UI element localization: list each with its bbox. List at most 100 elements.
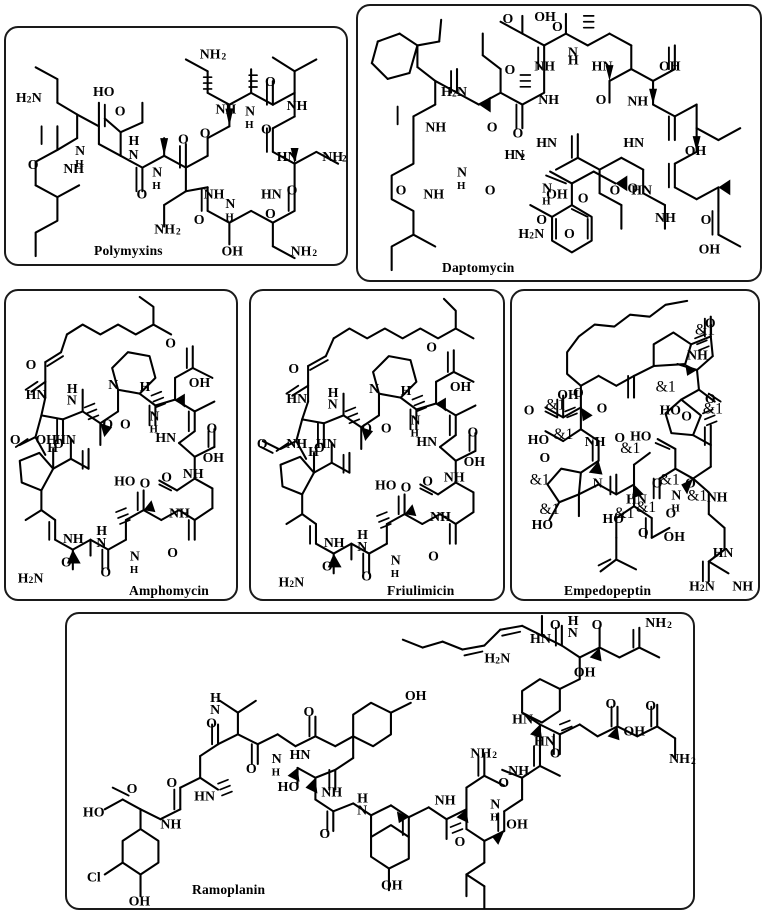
svg-text:NH: NH (687, 347, 708, 362)
svg-text:N: N (369, 381, 379, 396)
svg-text:H: H (518, 226, 529, 241)
svg-text:OH: OH (203, 450, 225, 465)
svg-text:&1: &1 (545, 396, 565, 413)
svg-text:HO: HO (603, 511, 625, 526)
svg-text:N: N (129, 147, 139, 162)
svg-text:OH: OH (574, 664, 596, 679)
svg-text:HO: HO (114, 474, 136, 489)
svg-text:O: O (426, 339, 437, 354)
svg-text:NH: NH (324, 535, 345, 550)
svg-text:HN: HN (631, 182, 652, 197)
svg-text:HN: HN (626, 491, 647, 506)
svg-text:O: O (401, 480, 412, 495)
label-amphomycin: Amphomycin (129, 583, 210, 598)
svg-text:N: N (225, 196, 235, 211)
svg-text:N: N (534, 226, 544, 241)
svg-text:H: H (150, 424, 159, 436)
svg-text:H: H (357, 791, 368, 806)
svg-text:O: O (705, 391, 716, 406)
svg-text:HN: HN (416, 434, 437, 449)
svg-text:&1: &1 (614, 505, 634, 522)
svg-text:N: N (542, 181, 552, 196)
svg-text:HN: HN (592, 58, 613, 73)
svg-text:O: O (627, 181, 638, 196)
svg-text:2: 2 (667, 621, 672, 631)
svg-text:N: N (500, 651, 510, 666)
svg-text:NH: NH (169, 505, 190, 520)
svg-text:2: 2 (452, 90, 457, 100)
svg-text:H: H (140, 379, 151, 394)
svg-text:2: 2 (312, 249, 317, 259)
svg-text:N: N (152, 165, 162, 180)
svg-text:N: N (490, 797, 500, 812)
svg-text:O: O (609, 182, 620, 197)
svg-text:O: O (485, 182, 496, 197)
svg-text:N: N (67, 393, 77, 408)
svg-text:O: O (136, 186, 147, 201)
svg-text:2: 2 (529, 232, 534, 242)
svg-text:N: N (568, 625, 578, 640)
svg-text:H: H (75, 158, 84, 170)
svg-text:HO: HO (83, 805, 105, 820)
svg-text:NH: NH (508, 763, 529, 778)
svg-text:H: H (401, 383, 412, 398)
svg-text:2: 2 (289, 580, 294, 590)
label-ramoplanin: Ramoplanin (192, 882, 266, 897)
label-daptomycin: Daptomycin (442, 260, 515, 275)
svg-text:NH: NH (470, 745, 491, 760)
svg-text:NH: NH (585, 434, 606, 449)
svg-text:2: 2 (221, 52, 226, 62)
svg-text:NH: NH (655, 210, 676, 225)
svg-text:O: O (596, 92, 607, 107)
svg-text:OH: OH (450, 379, 472, 394)
svg-text:O: O (140, 476, 151, 491)
svg-text:OH: OH (623, 724, 645, 739)
svg-text:H: H (484, 651, 495, 666)
svg-text:N: N (410, 412, 420, 427)
svg-text:H: H (245, 119, 254, 131)
svg-text:O: O (701, 212, 712, 227)
svg-text:NH: NH (444, 470, 465, 485)
svg-text:O: O (246, 761, 257, 776)
svg-text:N: N (272, 751, 282, 766)
svg-text:O: O (28, 157, 39, 172)
svg-text:O: O (498, 775, 509, 790)
svg-text:O: O (165, 335, 176, 350)
svg-text:H: H (568, 52, 579, 67)
label-empedopeptin: Empedopeptin (564, 583, 652, 598)
svg-text:O: O (288, 361, 299, 376)
svg-text:O: O (606, 696, 617, 711)
svg-text:O: O (468, 424, 479, 439)
svg-text:O: O (322, 559, 333, 574)
svg-text:HN: HN (194, 789, 215, 804)
svg-text:H: H (505, 147, 516, 162)
svg-text:H: H (357, 527, 368, 542)
svg-text:OH: OH (685, 143, 707, 158)
svg-text:&1: &1 (530, 471, 550, 488)
svg-text:OH: OH (189, 375, 211, 390)
panel-empedopeptin: OH O O O HO NH O HO HO O O N HN O O O NH (510, 289, 760, 601)
svg-text:NH: NH (183, 466, 204, 481)
svg-text:2: 2 (495, 656, 500, 666)
svg-text:O: O (536, 212, 547, 227)
svg-text:HO: HO (278, 779, 300, 794)
svg-text:N: N (96, 535, 106, 550)
svg-text:HN: HN (277, 149, 298, 164)
svg-text:H: H (568, 613, 579, 628)
svg-text:O: O (167, 545, 178, 560)
svg-text:O: O (396, 182, 407, 197)
svg-text:HN: HN (290, 747, 311, 762)
svg-text:O: O (120, 416, 131, 431)
svg-text:N: N (328, 397, 338, 412)
svg-text:NH: NH (645, 615, 666, 630)
svg-text:H: H (441, 84, 452, 99)
svg-text:2: 2 (27, 96, 32, 106)
svg-text:OH: OH (381, 878, 403, 893)
svg-text:H: H (225, 211, 234, 223)
svg-text:O: O (161, 470, 172, 485)
svg-text:O: O (524, 403, 535, 418)
svg-text:NH: NH (322, 149, 343, 164)
svg-text:NH: NH (286, 436, 307, 451)
